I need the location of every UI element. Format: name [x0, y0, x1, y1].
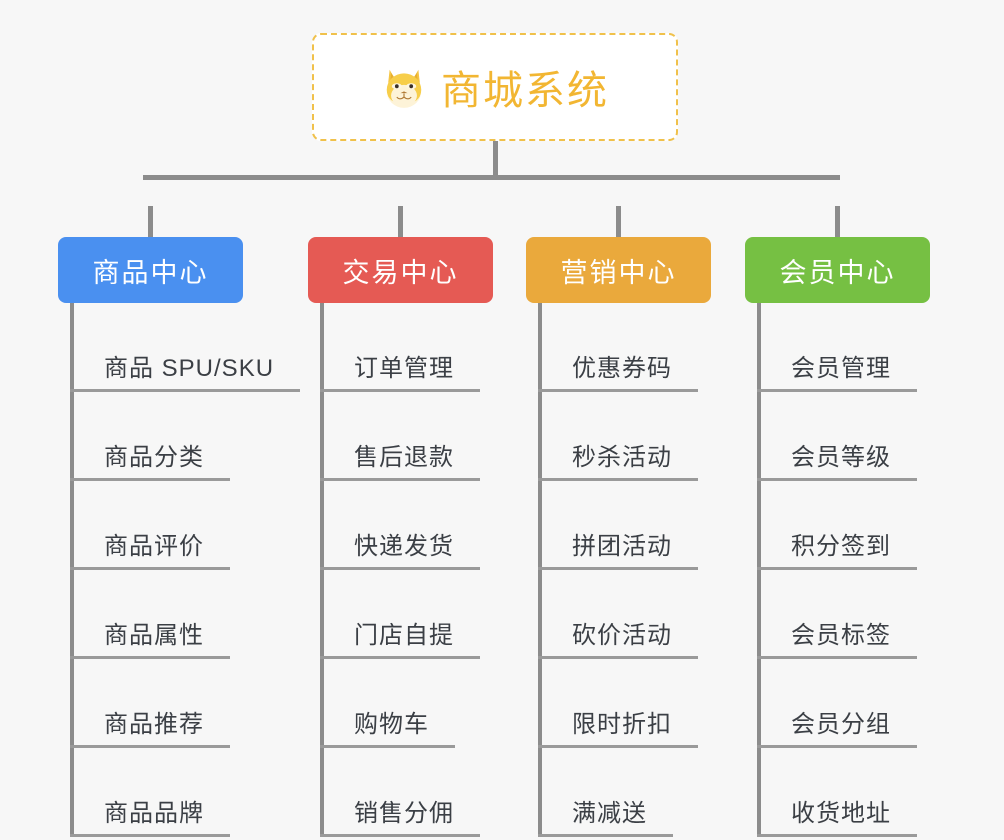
list-item-underline [70, 389, 300, 392]
list-item-label: 购物车 [354, 711, 429, 738]
list-item-underline [538, 656, 698, 659]
list-item-underline [757, 567, 917, 570]
list-item[interactable]: 销售分佣 [320, 748, 550, 837]
root-node[interactable]: 商城系统 [312, 33, 678, 141]
category-trunk-line [538, 303, 542, 837]
list-item[interactable]: 商品分类 [70, 392, 300, 481]
category-item-list: 优惠券码秒杀活动拼团活动砍价活动限时折扣满减送 [538, 303, 768, 837]
category-label: 商品中心 [92, 257, 209, 288]
list-item[interactable]: 积分签到 [757, 481, 987, 570]
list-item-label: 秒杀活动 [572, 444, 672, 471]
list-item-label: 商品推荐 [104, 711, 204, 738]
list-item-label: 快递发货 [354, 533, 454, 560]
list-item[interactable]: 会员标签 [757, 570, 987, 659]
category-drop-connector [148, 206, 153, 237]
list-item-underline [320, 745, 455, 748]
list-item-underline [320, 567, 480, 570]
list-item-underline [538, 567, 698, 570]
list-item-label: 拼团活动 [572, 533, 672, 560]
category-drop-connector [835, 206, 840, 237]
category-label: 营销中心 [560, 257, 677, 288]
list-item-underline [320, 834, 480, 837]
list-item-label: 门店自提 [354, 622, 454, 649]
category-item-list: 会员管理会员等级积分签到会员标签会员分组收货地址 [757, 303, 987, 837]
category-connector-bus [143, 175, 840, 180]
category-label: 交易中心 [342, 257, 459, 288]
list-item-underline [757, 389, 917, 392]
list-item-underline [70, 656, 230, 659]
list-item-label: 售后退款 [354, 444, 454, 471]
list-item[interactable]: 商品 SPU/SKU [70, 303, 300, 392]
list-item[interactable]: 会员管理 [757, 303, 987, 392]
list-item[interactable]: 限时折扣 [538, 659, 768, 748]
shiba-dog-face-icon [381, 64, 427, 110]
list-item-underline [757, 745, 917, 748]
root-connector-vertical [493, 141, 498, 177]
category-header-1[interactable]: 商品中心 [58, 237, 243, 303]
list-item-label: 商品评价 [104, 533, 204, 560]
category-drop-connector [616, 206, 621, 237]
list-item-label: 满减送 [572, 800, 647, 827]
list-item-underline [757, 656, 917, 659]
category-item-list: 商品 SPU/SKU 商品分类商品评价商品属性商品推荐商品品牌 [70, 303, 300, 837]
list-item-label: 限时折扣 [572, 711, 672, 738]
list-item-underline [320, 389, 480, 392]
list-item-underline [70, 478, 230, 481]
list-item-underline [538, 834, 673, 837]
list-item[interactable]: 商品属性 [70, 570, 300, 659]
category-drop-connector [398, 206, 403, 237]
list-item[interactable]: 售后退款 [320, 392, 550, 481]
list-item-underline [538, 478, 698, 481]
list-item-underline [70, 567, 230, 570]
list-item-label: 商品属性 [104, 622, 204, 649]
list-item[interactable]: 商品品牌 [70, 748, 300, 837]
category-trunk-line [757, 303, 761, 837]
list-item-label: 积分签到 [791, 533, 891, 560]
list-item-underline [538, 389, 698, 392]
list-item[interactable]: 优惠券码 [538, 303, 768, 392]
list-item-label: 商品品牌 [104, 800, 204, 827]
list-item-underline [320, 656, 480, 659]
list-item[interactable]: 商品评价 [70, 481, 300, 570]
list-item-label: 订单管理 [354, 355, 454, 382]
list-item[interactable]: 收货地址 [757, 748, 987, 837]
list-item-label: 销售分佣 [354, 800, 454, 827]
list-item-underline [70, 834, 230, 837]
category-header-2[interactable]: 交易中心 [308, 237, 493, 303]
list-item[interactable]: 会员分组 [757, 659, 987, 748]
list-item[interactable]: 秒杀活动 [538, 392, 768, 481]
root-title: 商城系统 [441, 69, 609, 113]
list-item[interactable]: 砍价活动 [538, 570, 768, 659]
list-item-label: 收货地址 [791, 800, 891, 827]
list-item-underline [320, 478, 480, 481]
list-item[interactable]: 会员等级 [757, 392, 987, 481]
list-item[interactable]: 拼团活动 [538, 481, 768, 570]
list-item-label: 砍价活动 [572, 622, 672, 649]
list-item-label: 商品分类 [104, 444, 204, 471]
list-item[interactable]: 门店自提 [320, 570, 550, 659]
list-item-underline [538, 745, 698, 748]
list-item-underline [757, 834, 917, 837]
category-item-list: 订单管理售后退款快递发货门店自提购物车销售分佣 [320, 303, 550, 837]
list-item[interactable]: 快递发货 [320, 481, 550, 570]
category-header-3[interactable]: 营销中心 [526, 237, 711, 303]
list-item-label: 商品 SPU/SKU [104, 355, 275, 382]
category-label: 会员中心 [779, 257, 896, 288]
list-item-label: 会员分组 [791, 711, 891, 738]
list-item[interactable]: 商品推荐 [70, 659, 300, 748]
category-header-4[interactable]: 会员中心 [745, 237, 930, 303]
category-trunk-line [320, 303, 324, 837]
list-item[interactable]: 订单管理 [320, 303, 550, 392]
list-item[interactable]: 购物车 [320, 659, 550, 748]
list-item[interactable]: 满减送 [538, 748, 768, 837]
list-item-label: 会员等级 [791, 444, 891, 471]
list-item-label: 会员标签 [791, 622, 891, 649]
list-item-label: 优惠券码 [572, 355, 672, 382]
category-trunk-line [70, 303, 74, 837]
list-item-underline [70, 745, 230, 748]
list-item-label: 会员管理 [791, 355, 891, 382]
list-item-underline [757, 478, 917, 481]
